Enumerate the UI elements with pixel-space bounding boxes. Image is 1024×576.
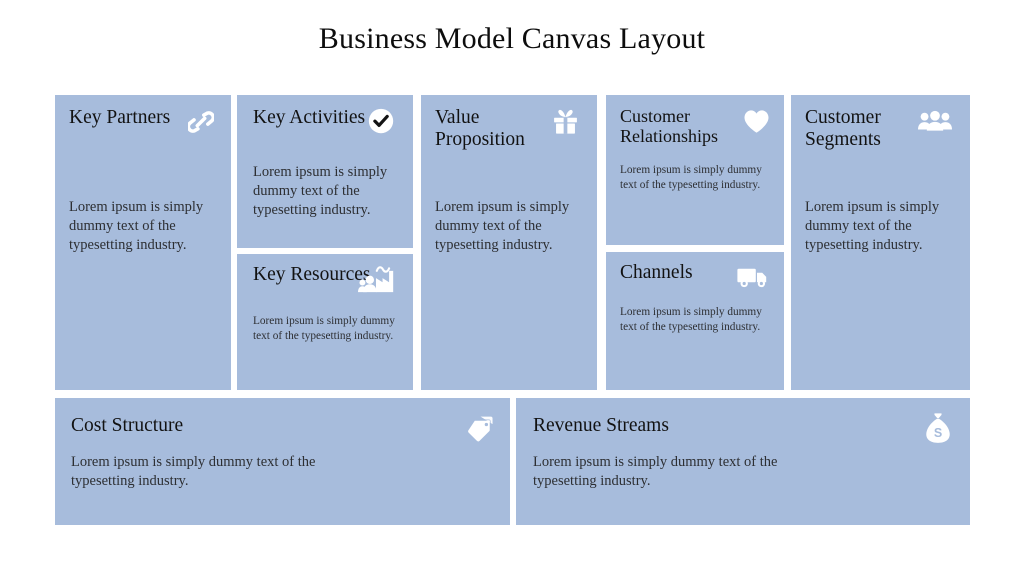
panel-key-partners[interactable]: Key Partners Lorem ipsum is simply dummy… — [55, 95, 231, 390]
heart-icon — [743, 109, 770, 134]
check-circle-icon — [368, 108, 394, 134]
gift-icon — [552, 108, 579, 135]
page-title: Business Model Canvas Layout — [318, 22, 706, 55]
panel-title-key-resources: Key Resources — [253, 264, 371, 285]
panel-value-proposition[interactable]: Value Proposition Lorem ipsum is simply … — [421, 95, 597, 390]
panel-cost-structure[interactable]: Cost Structure Lorem ipsum is simply dum… — [55, 398, 510, 525]
truck-icon — [737, 265, 769, 290]
panel-title-key-partners: Key Partners — [69, 107, 171, 128]
panel-body-cost-structure: Lorem ipsum is simply dummy text of the … — [71, 454, 316, 490]
panel-title-cost-structure: Cost Structure — [71, 415, 184, 436]
panel-title-key-activities: Key Activities — [253, 107, 366, 128]
panel-body-channels: Lorem ipsum is simply dummy text of the … — [620, 306, 762, 334]
panel-key-resources[interactable]: Key Resources Lorem ipsum is simply dumm… — [237, 254, 413, 390]
panel-title-customer-segments: Customer Segments — [805, 107, 881, 150]
panel-body-revenue-streams: Lorem ipsum is simply dummy text of the … — [533, 454, 778, 490]
price-tag-icon — [464, 415, 494, 444]
panel-revenue-streams[interactable]: Revenue Streams S Lorem ipsum is simply … — [516, 398, 970, 525]
panel-body-key-resources: Lorem ipsum is simply dummy text of the … — [253, 315, 395, 343]
panel-body-key-partners: Lorem ipsum is simply dummy text of the … — [69, 199, 204, 254]
panel-title-channels: Channels — [620, 262, 693, 283]
link-icon — [188, 109, 214, 135]
panel-title-revenue-streams: Revenue Streams — [533, 415, 669, 436]
panel-body-customer-segments: Lorem ipsum is simply dummy text of the … — [805, 199, 940, 254]
factory-icon — [358, 265, 394, 293]
panel-customer-segments[interactable]: Customer Segments Lorem ipsum is simply … — [791, 95, 970, 390]
panel-body-value-proposition: Lorem ipsum is simply dummy text of the … — [435, 199, 570, 254]
svg-text:S: S — [934, 426, 942, 440]
business-model-canvas: Key Partners Lorem ipsum is simply dummy… — [55, 95, 970, 525]
panel-body-customer-relationships: Lorem ipsum is simply dummy text of the … — [620, 164, 762, 192]
panel-body-key-activities: Lorem ipsum is simply dummy text of the … — [253, 164, 388, 219]
users-icon — [918, 110, 952, 132]
panel-customer-relationships[interactable]: Customer Relationships Lorem ipsum is si… — [606, 95, 784, 245]
money-bag-icon: S — [925, 412, 951, 444]
panel-title-customer-relationships: Customer Relationships — [620, 106, 718, 147]
panel-channels[interactable]: Channels Lorem ipsum is simply dummy tex… — [606, 252, 784, 390]
panel-key-activities[interactable]: Key Activities Lorem ipsum is simply dum… — [237, 95, 413, 248]
panel-title-value-proposition: Value Proposition — [435, 107, 525, 150]
